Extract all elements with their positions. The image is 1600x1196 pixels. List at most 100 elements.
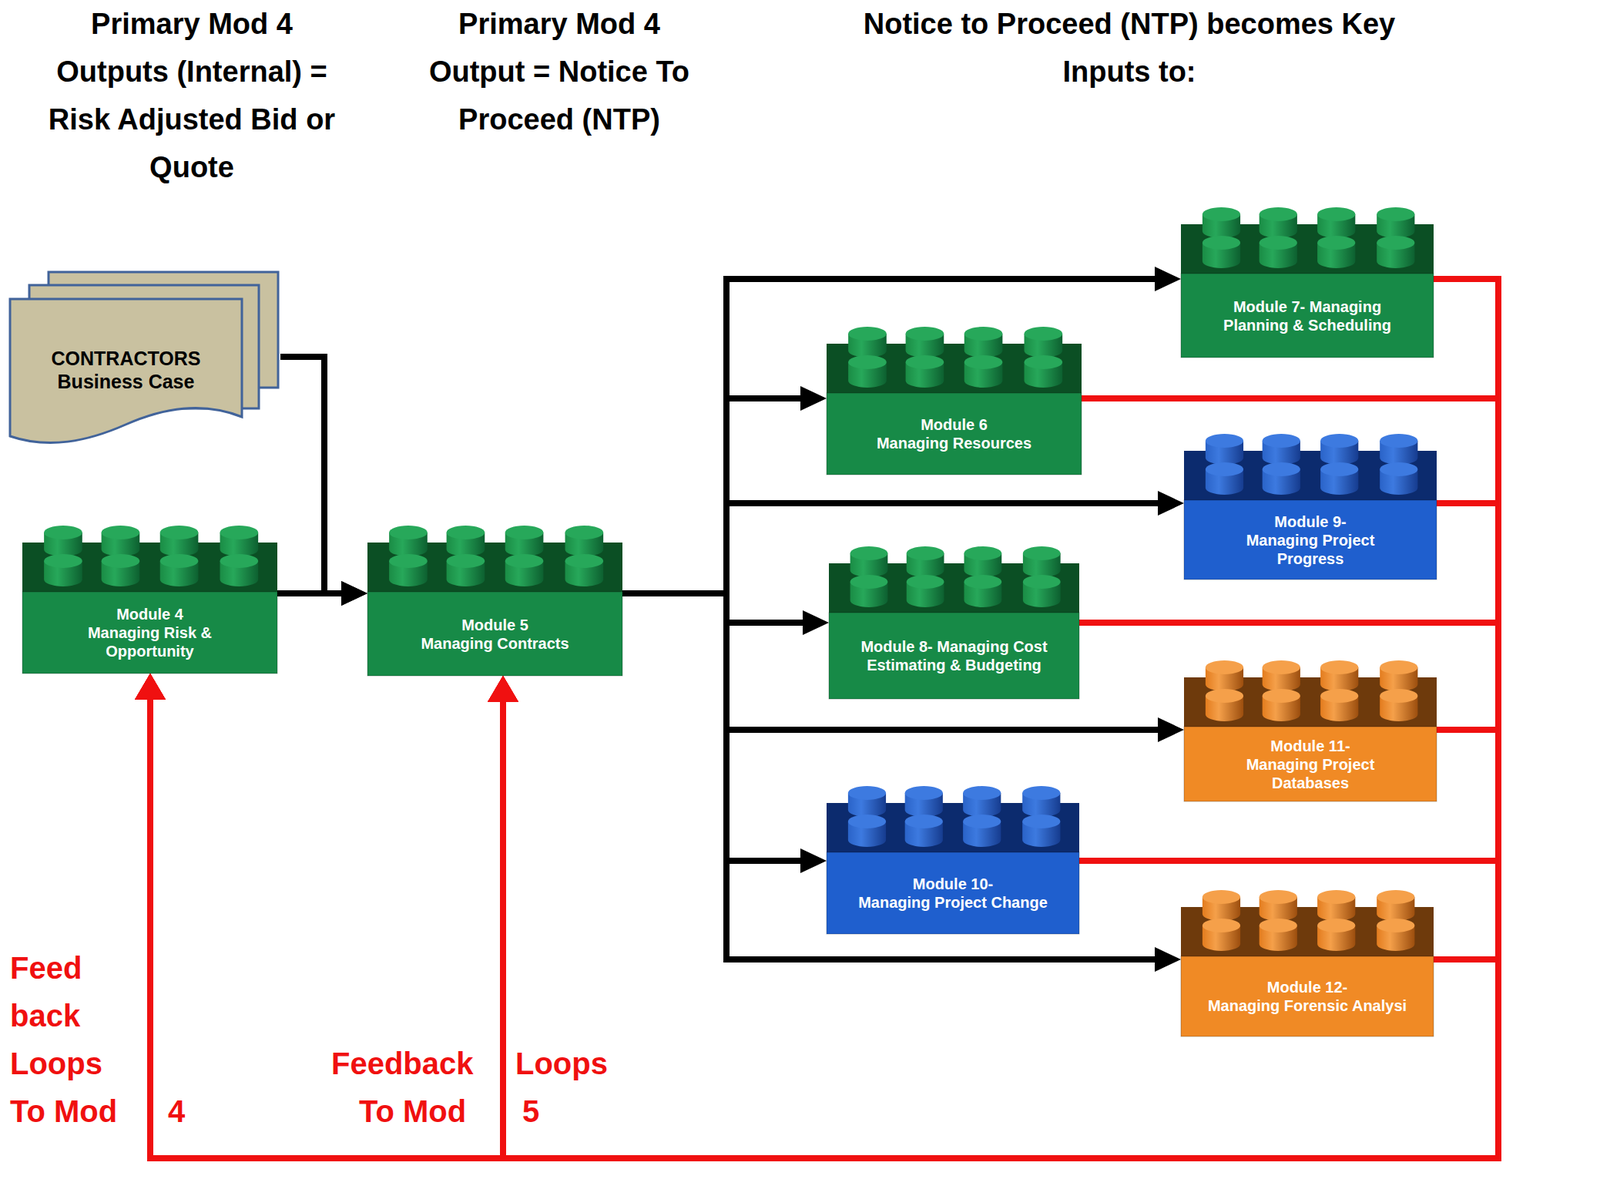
module-brick: Module 7- Managing Planning & Scheduling (1180, 207, 1434, 358)
feedback-loop-arrow (487, 278, 1499, 1158)
feedback-label: Feedback (331, 1039, 494, 1087)
brick-stud-top (1376, 889, 1415, 904)
brick-stud-top (964, 546, 1003, 561)
brick-stud-top (1259, 235, 1298, 250)
brick-stud-top (905, 326, 945, 341)
arrow-head (487, 675, 519, 702)
brick-stud-top (964, 574, 1003, 589)
brick-outline (367, 525, 623, 676)
brick-stud-top (848, 785, 886, 800)
connector-line (150, 694, 1499, 1158)
arrow-head (134, 673, 166, 700)
module-brick: Module 12-Managing Forensic Analysi (1180, 889, 1434, 1037)
arrow-head (1157, 717, 1185, 742)
document-text: CONTRACTORS Business Case (30, 346, 223, 393)
flow-arrow (622, 266, 1181, 594)
brick-stud-top (505, 553, 544, 568)
node-text-area: Module 10-Managing Project Change (826, 851, 1080, 934)
feedback-loop-arrow (134, 398, 1499, 1158)
arrow-head (134, 673, 166, 700)
brick-stud-top (1022, 814, 1060, 829)
arrow-head (134, 673, 166, 700)
connector-line (150, 398, 1499, 1158)
module-brick: Module 10-Managing Project Change (826, 785, 1080, 934)
brick-stud-top (1317, 235, 1356, 250)
brick-stud-top (848, 326, 887, 341)
brick-body (1180, 955, 1434, 1037)
arrow-head (487, 675, 519, 702)
flow-arrow (277, 580, 368, 606)
arrow-head (800, 848, 827, 873)
connector-line (503, 696, 1499, 1158)
node-text-area: Module 12-Managing Forensic Analysi (1180, 955, 1434, 1037)
brick-outline (826, 785, 1080, 934)
connector-line (280, 356, 347, 594)
node-text-area: CONTRACTORS Business Case (10, 324, 242, 416)
brick-stud-top (1202, 918, 1241, 933)
module-title: Managing Forensic Analysi (1207, 996, 1407, 1015)
brick-stud-top (1320, 462, 1359, 477)
module-brick: Module 11-Managing Project Databases (1184, 660, 1437, 802)
brick-stud-top (1376, 918, 1415, 933)
feedback-label: Feed back Loops To Mod (10, 943, 145, 1135)
brick-stud-top (389, 525, 428, 540)
arrow-head (1154, 946, 1181, 972)
brick-stud-top (1317, 207, 1356, 222)
brick-stud-top (1024, 326, 1064, 341)
brick-stud-top (962, 785, 1001, 800)
brick-stud-top (1205, 433, 1244, 448)
brick-stud-top (964, 326, 1003, 341)
brick-stud-top (848, 814, 886, 829)
connector-line (503, 622, 1499, 1158)
feedback-label: 5 (522, 1086, 561, 1135)
feedback-loop-arrow (487, 622, 1499, 1158)
brick-outline (1180, 207, 1434, 358)
brick-stud-top (905, 814, 943, 829)
brick-stud-top (1023, 574, 1061, 589)
document-page (10, 298, 242, 443)
module-brick: Module 6Managing Resources (826, 326, 1082, 475)
brick-stud-top (160, 553, 199, 568)
brick-stud-top (906, 546, 945, 561)
connector-line (150, 694, 1499, 1158)
brick-body (1180, 273, 1434, 358)
connector-line (622, 593, 806, 861)
module-number: Module 9- (1274, 512, 1346, 531)
module-title: Module 7- Managing Planning & Scheduling (1218, 297, 1396, 335)
brick-stud-top (962, 814, 1001, 829)
brick-stud-top (1259, 918, 1298, 933)
feedback-loop-arrow (134, 503, 1499, 1158)
flow-arrow (622, 593, 1185, 742)
brick-stud-top (1259, 889, 1298, 904)
brick-stud-top (905, 785, 943, 800)
module-number: Module 6 (920, 415, 988, 434)
brick-stud-top (1379, 462, 1418, 477)
brick-stud-top (964, 355, 1003, 369)
arrow-head (487, 675, 519, 702)
brick-stud-top (1379, 433, 1418, 448)
brick-stud-top (1205, 660, 1244, 675)
brick-body (828, 612, 1080, 699)
brick-stud-top (848, 355, 887, 369)
arrow-head (134, 673, 166, 700)
brick-stud-top (1024, 355, 1064, 369)
module-title: Managing Project Progress (1233, 530, 1388, 568)
arrow-head (341, 580, 368, 606)
brick-stud-top (1317, 918, 1356, 933)
module-title: Module 8- Managing Cost Estimating & Bud… (854, 637, 1055, 675)
brick-stud-top (906, 574, 945, 589)
brick-stud-top (1320, 688, 1359, 703)
arrow-head (487, 675, 519, 702)
brick-body (826, 392, 1082, 475)
feedback-loop-arrow (134, 278, 1499, 1158)
connector-line (503, 398, 1499, 1158)
feedback-label: 4 (167, 1086, 207, 1135)
brick-stud-top (1023, 546, 1061, 561)
feedback-label: To Mod (358, 1086, 490, 1135)
brick-stud-top (505, 525, 544, 540)
connector-line (503, 696, 1499, 1158)
feedback-loop-arrow (134, 673, 1499, 1158)
connector-line (622, 398, 806, 594)
flow-arrow (280, 356, 368, 606)
